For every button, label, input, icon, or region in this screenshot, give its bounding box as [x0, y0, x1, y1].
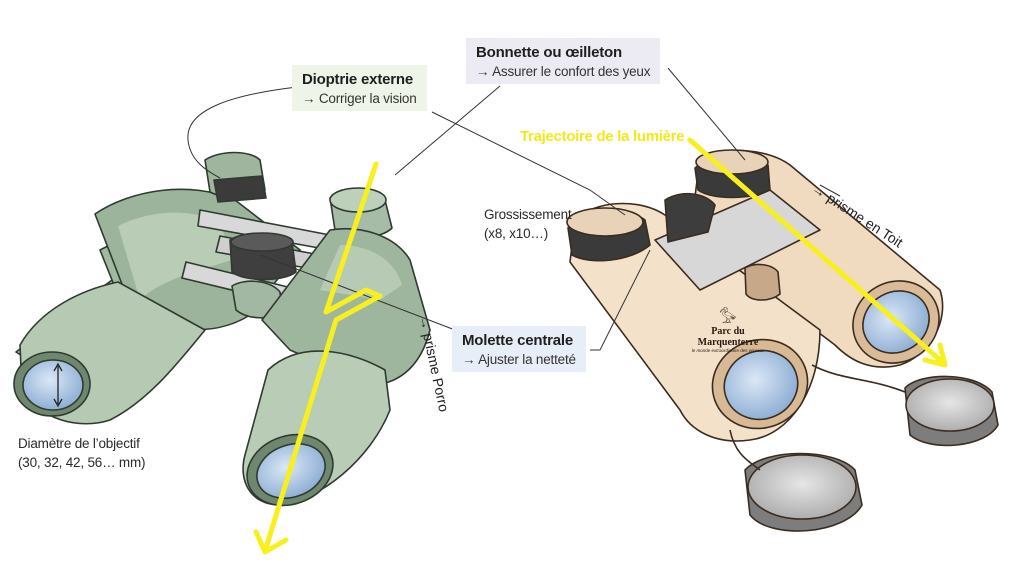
- diameter-arrow: [53, 362, 63, 408]
- diametre-line2: (30, 32, 42, 56… mm): [18, 455, 146, 470]
- diametre-note: Diamètre de l’objectif (30, 32, 42, 56… …: [18, 434, 146, 472]
- bonnette-subtitle: → Assurer le confort des yeux: [476, 64, 651, 79]
- logo-line2: Marquenterre: [697, 337, 759, 348]
- logo-tagline: le monde extraordinaire des oiseaux: [691, 348, 765, 353]
- logo-bird-icon: 𓅜: [719, 310, 737, 327]
- light-path-label: Trajectoire de la lumière: [520, 128, 685, 145]
- roof-binoculars: [566, 149, 999, 532]
- molette-subtitle: → Ajuster la netteté: [462, 352, 576, 367]
- diametre-line1: Diamètre de l’objectif: [18, 436, 140, 451]
- parc-logo: 𓅜 Parc du Marquenterre le monde extraord…: [688, 310, 768, 354]
- light-path-roof: [687, 137, 948, 368]
- dioptrie-box: Dioptrie externe → Corriger la vision: [292, 65, 427, 111]
- molette-title: Molette centrale: [462, 332, 573, 349]
- molette-box: Molette centrale → Ajuster la netteté: [452, 326, 586, 372]
- bonnette-title: Bonnette ou œilleton: [476, 44, 622, 61]
- grossissement-line2: (x8, x10…): [484, 226, 549, 241]
- light-path-porro: [253, 161, 383, 555]
- dioptrie-subtitle: → Corriger la vision: [302, 91, 417, 106]
- logo-line1: Parc du: [711, 326, 745, 337]
- porro-binoculars: [13, 151, 431, 507]
- grossissement-line1: Grossissement: [484, 207, 572, 222]
- bonnette-box: Bonnette ou œilleton → Assurer le confor…: [466, 38, 661, 84]
- grossissement-note: Grossissement (x8, x10…): [484, 205, 572, 243]
- dioptrie-title: Dioptrie externe: [302, 71, 413, 88]
